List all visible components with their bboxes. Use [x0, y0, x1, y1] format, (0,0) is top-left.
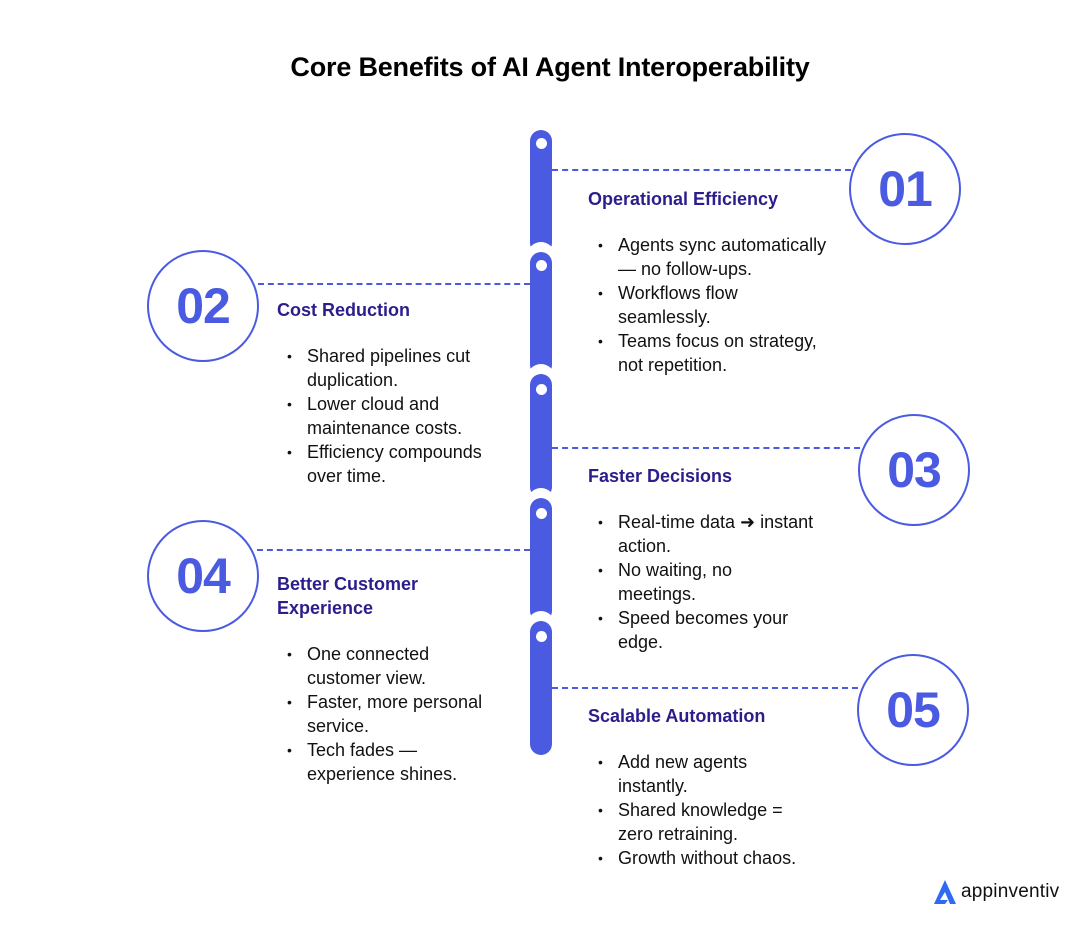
- benefit-card-scalable-automation: Scalable Automation Add new agents insta…: [588, 704, 838, 870]
- benefit-card-customer-experience: Better Customer Experience One connected…: [277, 572, 517, 786]
- spine-node-2: [536, 260, 547, 271]
- benefit-points: Add new agents instantly. Shared knowled…: [588, 750, 838, 870]
- benefit-point: Shared knowledge = zero retraining.: [598, 798, 808, 846]
- number-label: 02: [176, 278, 231, 334]
- spine-node-5: [536, 631, 547, 642]
- benefit-card-cost-reduction: Cost Reduction Shared pipelines cut dupl…: [277, 298, 517, 488]
- number-badge-03: 03: [858, 414, 970, 526]
- benefit-heading: Cost Reduction: [277, 300, 410, 320]
- benefit-point: No waiting, no meetings.: [598, 558, 768, 606]
- benefit-point: One connected customer view.: [287, 642, 457, 690]
- benefit-point: Growth without chaos.: [598, 846, 838, 870]
- number-label: 04: [176, 548, 231, 604]
- connector-02: [258, 283, 530, 285]
- spine-gap: [527, 364, 555, 378]
- spine-segment-2: [530, 252, 552, 376]
- connector-04: [257, 549, 530, 551]
- connector-01: [552, 169, 851, 171]
- benefit-points: Agents sync automatically — no follow-up…: [588, 233, 838, 377]
- benefit-card-faster-decisions: Faster Decisions Real-time data ➜ instan…: [588, 464, 838, 654]
- number-badge-01: 01: [849, 133, 961, 245]
- spine-segment-4: [530, 498, 552, 622]
- benefit-point: Speed becomes your edge.: [598, 606, 818, 654]
- benefit-point: Add new agents instantly.: [598, 750, 778, 798]
- benefit-points: One connected customer view. Faster, mor…: [277, 642, 517, 786]
- number-badge-02: 02: [147, 250, 259, 362]
- brand-logo: appinventiv: [932, 878, 1059, 906]
- spine-node-1: [536, 138, 547, 149]
- benefit-point: Tech fades — experience shines.: [287, 738, 477, 786]
- benefit-heading: Better Customer Experience: [277, 574, 419, 618]
- benefit-point: Teams focus on strategy, not repetition.: [598, 329, 838, 377]
- spine-gap: [527, 611, 555, 625]
- benefit-points: Shared pipelines cut duplication. Lower …: [277, 344, 517, 488]
- benefit-card-operational-efficiency: Operational Efficiency Agents sync autom…: [588, 187, 838, 377]
- benefit-point: Efficiency compounds over time.: [287, 440, 517, 488]
- connector-03: [552, 447, 860, 449]
- benefit-point: Workflows flow seamlessly.: [598, 281, 768, 329]
- benefit-point: Lower cloud and maintenance costs.: [287, 392, 487, 440]
- benefit-point: Real-time data ➜ instant action.: [598, 510, 838, 558]
- appinventiv-a-logo-icon: [934, 880, 956, 904]
- spine-gap: [527, 242, 555, 256]
- number-label: 05: [886, 682, 941, 738]
- spine-gap: [527, 488, 555, 502]
- connector-05: [552, 687, 858, 689]
- spine-node-4: [536, 508, 547, 519]
- benefit-point: Agents sync automatically — no follow-up…: [598, 233, 838, 281]
- spine-node-3: [536, 384, 547, 395]
- benefit-points: Real-time data ➜ instant action. No wait…: [588, 510, 838, 654]
- benefit-point: Shared pipelines cut duplication.: [287, 344, 517, 392]
- spine-segment-3: [530, 374, 552, 498]
- benefit-heading: Scalable Automation: [588, 706, 766, 726]
- benefit-heading: Operational Efficiency: [588, 189, 779, 209]
- benefit-point: Faster, more personal service.: [287, 690, 517, 738]
- number-label: 03: [887, 442, 942, 498]
- spine-segment-1: [530, 130, 552, 254]
- number-badge-04: 04: [147, 520, 259, 632]
- page-title: Core Benefits of AI Agent Interoperabili…: [290, 52, 810, 82]
- benefit-heading: Faster Decisions: [588, 466, 733, 486]
- number-badge-05: 05: [857, 654, 969, 766]
- spine-segment-5: [530, 621, 552, 755]
- brand-name: appinventiv: [961, 881, 1060, 902]
- number-label: 01: [878, 161, 933, 217]
